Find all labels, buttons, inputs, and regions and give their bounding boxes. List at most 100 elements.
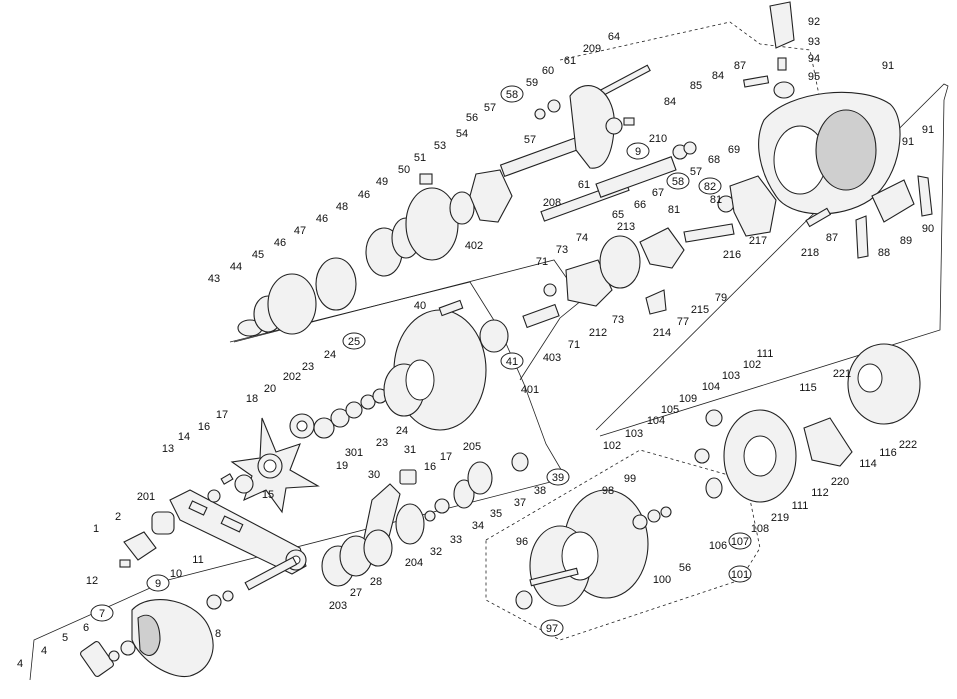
part-number: 105: [661, 404, 679, 416]
part-number: 64: [608, 31, 620, 43]
part-number: 61: [564, 55, 576, 67]
gear-104: [694, 448, 710, 464]
part-label: 104: [647, 415, 665, 427]
part-label: 102: [603, 440, 621, 452]
part-number: 115: [799, 382, 817, 394]
bearing-97: [515, 590, 533, 610]
part-number: 214: [653, 327, 671, 339]
part-number: 84: [664, 96, 676, 108]
part-label: 39: [546, 468, 570, 486]
part-number: 24: [396, 425, 408, 437]
lever-220: [803, 417, 853, 467]
part-number: 111: [757, 348, 774, 360]
part-label: 57: [690, 166, 702, 178]
part-label: 216: [723, 249, 741, 261]
part-label: 213: [617, 221, 635, 233]
knob-95: [773, 81, 795, 99]
part-number: 9: [635, 146, 641, 158]
part-label: 13: [162, 443, 174, 455]
part-number: 56: [466, 112, 478, 124]
bearing-9b: [605, 117, 623, 135]
rod-64: [597, 64, 651, 98]
part-number: 215: [691, 304, 709, 316]
part-labels: 1244567891011121314151617181920232324242…: [17, 16, 934, 670]
part-number: 97: [546, 623, 558, 635]
part-label: 23: [376, 437, 388, 449]
screw-14: [220, 473, 234, 485]
part-label: 5: [62, 632, 68, 644]
part-label: 48: [336, 201, 348, 213]
clutch-cam: [599, 235, 641, 289]
part-label: 103: [722, 370, 740, 382]
part-number: 71: [536, 256, 548, 268]
part-number: 102: [603, 440, 621, 452]
part-label: 51: [414, 152, 426, 164]
part-label: 27: [350, 587, 362, 599]
part-label: 46: [316, 213, 328, 225]
washer-99: [647, 509, 661, 523]
part-label: 65: [612, 209, 624, 221]
part-number: 15: [262, 489, 274, 501]
nut-15: [234, 474, 254, 494]
part-number: 16: [424, 461, 436, 473]
part-number: 79: [715, 292, 727, 304]
spool: [529, 489, 649, 607]
spring-98: [632, 514, 648, 530]
part-number: 46: [316, 213, 328, 225]
part-label: 50: [398, 164, 410, 176]
part-number: 212: [589, 327, 607, 339]
part-number: 402: [465, 240, 483, 252]
part-number: 301: [345, 447, 363, 459]
part-number: 220: [831, 476, 849, 488]
part-label: 56: [466, 112, 478, 124]
part-label: 103: [625, 428, 643, 440]
cap-201: [151, 511, 175, 535]
screw-87: [743, 75, 770, 88]
part-number: 20: [264, 383, 276, 395]
part-number: 218: [801, 247, 819, 259]
part-label: 85: [690, 80, 702, 92]
part-label: 30: [368, 469, 380, 481]
pawl-213: [639, 227, 685, 269]
handle-knob: [131, 599, 214, 678]
part-label: 77: [677, 316, 689, 328]
part-number: 16: [198, 421, 210, 433]
part-label: 37: [514, 497, 526, 509]
part-number: 95: [808, 71, 820, 83]
part-number: 27: [350, 587, 362, 599]
part-number: 112: [811, 487, 829, 499]
part-number: 30: [368, 469, 380, 481]
bar-88: [855, 215, 869, 259]
washer-13: [207, 489, 221, 503]
part-number: 46: [274, 237, 286, 249]
screw-50: [419, 173, 433, 185]
part-number: 65: [612, 209, 624, 221]
part-214: [645, 289, 667, 315]
part-label: 88: [878, 247, 890, 259]
part-number: 93: [808, 36, 820, 48]
part-number: 44: [230, 261, 242, 273]
part-label: 109: [679, 393, 697, 405]
pinion-204: [395, 503, 425, 545]
label-circle: [342, 332, 366, 350]
part-label: 101: [728, 565, 752, 583]
part-label: 96: [516, 536, 528, 548]
part-number: 69: [728, 144, 740, 156]
part-number: 102: [743, 359, 761, 371]
screw-87b: [805, 207, 832, 228]
part-number: 48: [336, 201, 348, 213]
part-label: 18: [246, 393, 258, 405]
part-number: 81: [668, 204, 680, 216]
part-number: 87: [826, 232, 838, 244]
part-label: 89: [900, 235, 912, 247]
part-number: 81: [710, 194, 722, 206]
part-label: 219: [771, 512, 789, 524]
part-label: 95: [808, 71, 820, 83]
part-label: 105: [661, 404, 679, 416]
part-number: 53: [434, 140, 446, 152]
ring-205: [467, 461, 493, 495]
part-number: 209: [583, 43, 601, 55]
part-number: 221: [833, 368, 851, 380]
knob-106: [705, 477, 723, 499]
part-number: 94: [808, 53, 820, 65]
